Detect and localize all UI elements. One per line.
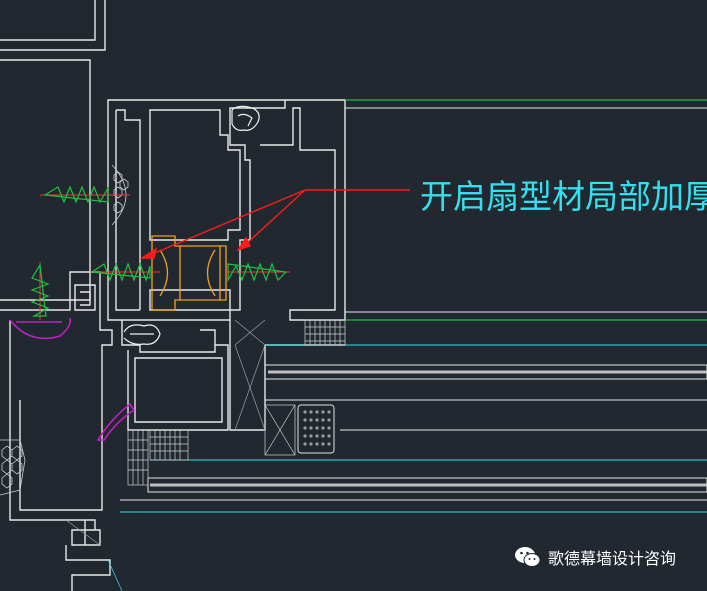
annotation-label: 开启扇型材局部加厚 — [420, 177, 707, 216]
watermark: 歌德幕墙设计咨询 — [514, 545, 676, 569]
spacer-hatch-blocks — [127, 319, 346, 486]
screw-middle-right — [225, 262, 290, 283]
screw-vertical-left — [30, 262, 50, 320]
annotation-leader-lines — [139, 189, 410, 259]
frame-divider-lines — [65, 319, 266, 591]
rubber-gaskets — [123, 105, 260, 345]
structural-sealant-block — [297, 404, 335, 454]
purple-seal-profiles — [9, 317, 136, 441]
thermal-break-insulator — [151, 235, 227, 311]
glass-panel-upper — [345, 99, 707, 321]
watermark-text: 歌德幕墙设计咨询 — [548, 549, 677, 568]
wechat-icon — [515, 547, 541, 567]
screw-middle-left — [90, 262, 160, 282]
screw-upper-left — [40, 185, 130, 204]
